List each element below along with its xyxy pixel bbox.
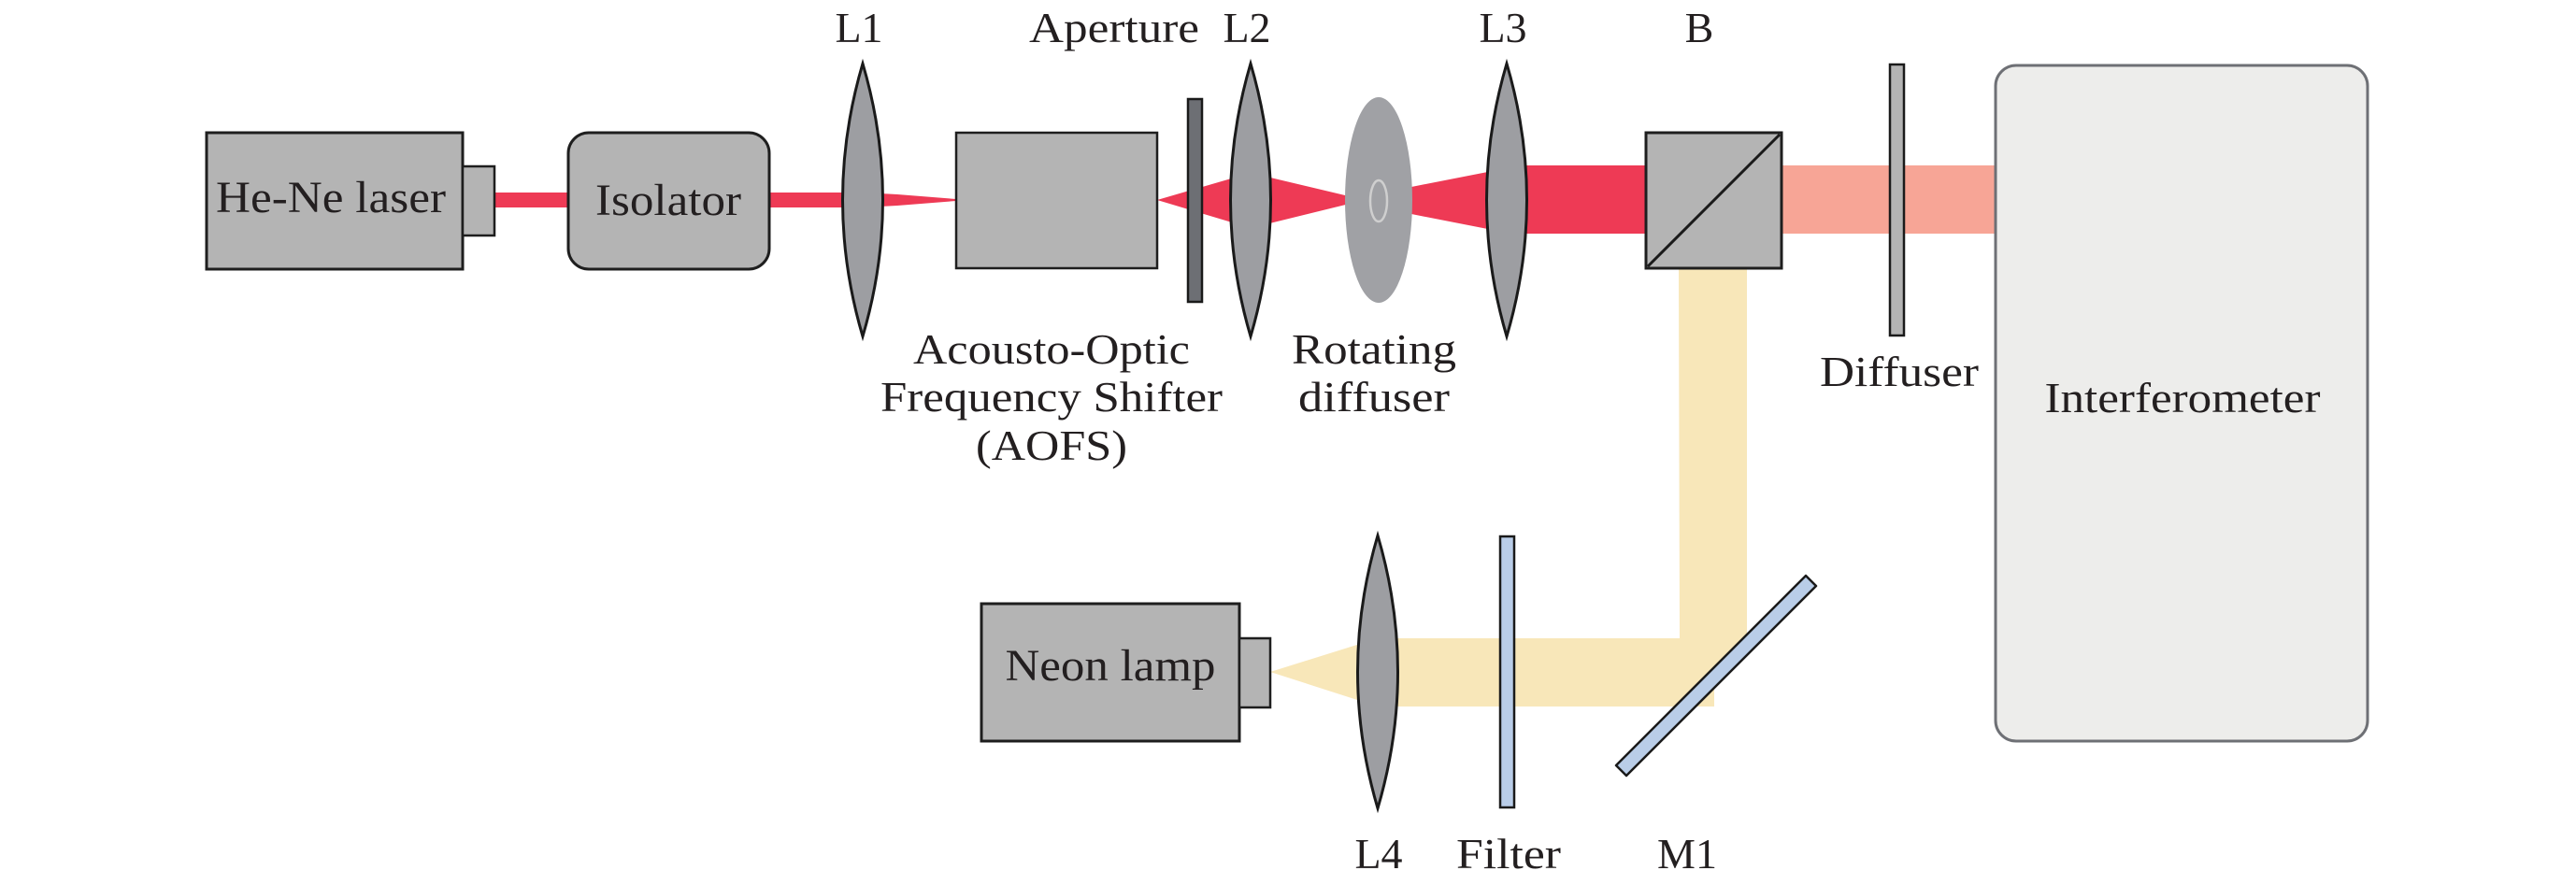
rotating-disc-icon [1345, 97, 1412, 303]
neon-beam-expanding [1270, 638, 1378, 707]
filter-label: Filter [1456, 830, 1561, 878]
lamp-output-nub [1238, 636, 1272, 709]
diffuser: Diffuser [1820, 63, 1979, 395]
aperture: Aperture [1029, 4, 1204, 304]
aofs-label-line-3: (AOFS) [976, 421, 1127, 469]
neon-lamp: Neon lamp [980, 602, 1272, 743]
hene-laser: He-Ne laser [205, 131, 496, 271]
filter: Filter [1456, 535, 1561, 878]
laser-beam-converging-l2 [1251, 173, 1365, 228]
aofs-label-line-2: Frequency Shifter [880, 373, 1223, 421]
lens-l1: L1 [835, 4, 884, 342]
lens-icon [841, 58, 884, 342]
lens-icon [1485, 58, 1528, 342]
rotating-diffuser-label-line-2: diffuser [1298, 373, 1450, 421]
m1-label: M1 [1657, 830, 1717, 878]
neon-lamp-label: Neon lamp [1006, 641, 1216, 691]
beam-splitter: B [1644, 4, 1783, 270]
l1-label: L1 [835, 4, 882, 51]
isolator-icon [566, 131, 771, 271]
laser-beam-segment-2 [769, 193, 863, 207]
laser-output-nub [461, 164, 496, 237]
beam-splitter-label: B [1685, 4, 1714, 51]
filter-plate-icon [1498, 535, 1516, 809]
lens-icon [1356, 530, 1399, 814]
interferometer-box-icon [1994, 64, 2369, 743]
diffuser-label: Diffuser [1820, 348, 1979, 395]
laser-source-icon [205, 131, 465, 271]
isolator-label: Isolator [595, 176, 741, 225]
laser-beam-collimated [1507, 165, 1647, 234]
rotating-diffuser-label-line-1: Rotating [1292, 325, 1456, 373]
diffuser-plate-icon [1888, 63, 1906, 337]
l3-label: L3 [1479, 4, 1526, 51]
laser-beam-segment-1 [494, 193, 569, 207]
beam-splitter-diagonal [1646, 133, 1782, 268]
lamp-source-icon [980, 602, 1241, 743]
aofs-icon [954, 131, 1159, 270]
hene-laser-label: He-Ne laser [216, 173, 446, 222]
mirror-m1: M1 [1614, 574, 1818, 878]
rotating-diffuser: Rotating diffuser [1292, 97, 1456, 421]
beams [494, 165, 1996, 707]
aperture-label: Aperture [1029, 4, 1199, 51]
aofs: Acousto-Optic Frequency Shifter (AOFS) [880, 131, 1223, 469]
lens-icon [1229, 58, 1272, 342]
isolator: Isolator [566, 131, 771, 271]
laser-beam-diverging-diffuser [1411, 168, 1507, 233]
neon-beam-horizontal [1378, 638, 1714, 707]
lens-l2: L2 [1223, 4, 1272, 342]
aofs-label-line-1: Acousto-Optic [913, 325, 1190, 373]
lens-l4: L4 [1354, 530, 1403, 878]
lens-l3: L3 [1479, 4, 1528, 342]
laser-beam-focusing-l1 [863, 193, 956, 207]
laser-beam-diverging-aofs [1157, 173, 1251, 228]
l4-label: L4 [1354, 830, 1402, 878]
attenuated-beam [1782, 165, 1996, 234]
interferometer: Interferometer [1994, 64, 2369, 743]
interferometer-label: Interferometer [2045, 374, 2321, 421]
mirror-icon [1614, 574, 1818, 778]
rotating-disc-hub-icon [1368, 178, 1389, 223]
aperture-icon [1186, 97, 1204, 304]
l2-label: L2 [1223, 4, 1270, 51]
